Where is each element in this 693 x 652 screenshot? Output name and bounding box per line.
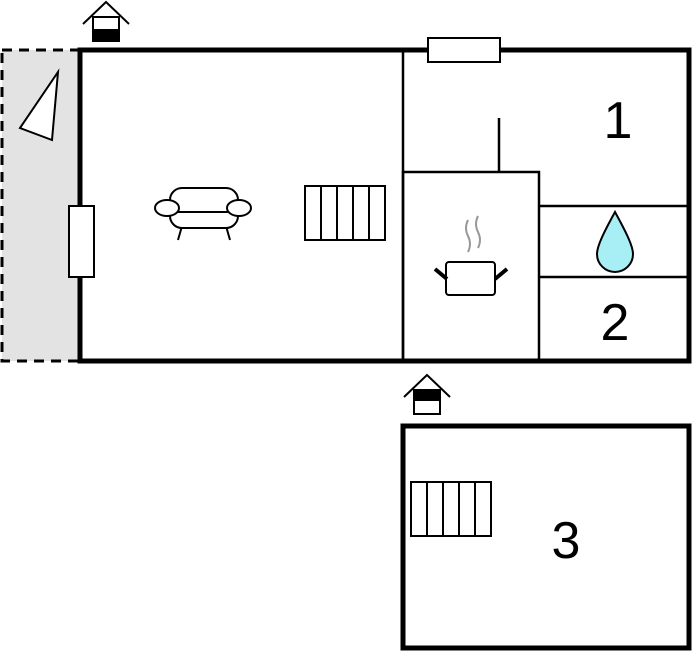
- water-drop-icon: [595, 209, 635, 273]
- entrance-icon: [82, 0, 130, 42]
- cooking-pot-icon: [433, 215, 509, 296]
- room-2-label: 2: [601, 294, 630, 352]
- room-1-label: 1: [604, 92, 633, 150]
- window-icon: [68, 205, 95, 278]
- radiator-icon: [410, 481, 492, 537]
- room-3-label: 3: [552, 512, 581, 570]
- kitchen-room: [401, 170, 541, 363]
- entrance-icon: [403, 373, 451, 415]
- radiator-icon: [304, 185, 386, 241]
- window-icon: [427, 37, 501, 63]
- sofa-icon: [154, 187, 252, 241]
- terrace-triangle-icon: [18, 68, 60, 142]
